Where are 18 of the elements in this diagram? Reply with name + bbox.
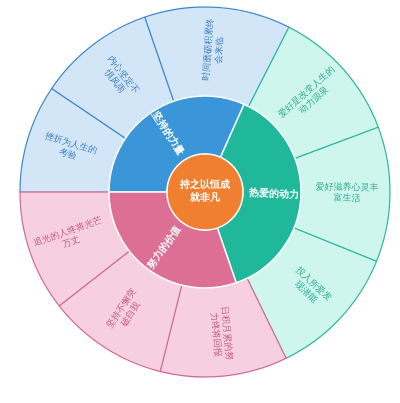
inner-ring-segment: [108, 95, 245, 193]
category-label: 热爱的动力: [248, 187, 300, 203]
segment-label: 爱好滋养心灵丰富生活: [314, 182, 380, 206]
segment-label: 内心坚定不惧风雨: [101, 54, 142, 98]
segment-label: 追光的人终将光芒万丈: [32, 215, 105, 253]
inner-ring-segment: [108, 191, 237, 289]
outer-ring-segment: [160, 278, 287, 378]
segment-label: 爱好是改变人生的动力源泉: [276, 64, 338, 122]
category-label: 坚持的力量: [148, 108, 188, 160]
outer-ring-segment: [248, 26, 379, 159]
category-label: 努力的价值: [144, 223, 184, 274]
segment-label: 挫折为人生的考验: [42, 131, 99, 165]
segment-label: 时间磨砺积累终会来临: [201, 16, 227, 84]
segment-label: 坚持不懈突破自我: [104, 286, 144, 332]
segment-label: 投入所爱发现潜能: [292, 264, 334, 308]
segment-label: 日积月累的努力终将回报: [206, 304, 234, 362]
center-label: 持之以恒成就非凡: [179, 180, 231, 204]
outer-ring-segment: [246, 227, 378, 359]
